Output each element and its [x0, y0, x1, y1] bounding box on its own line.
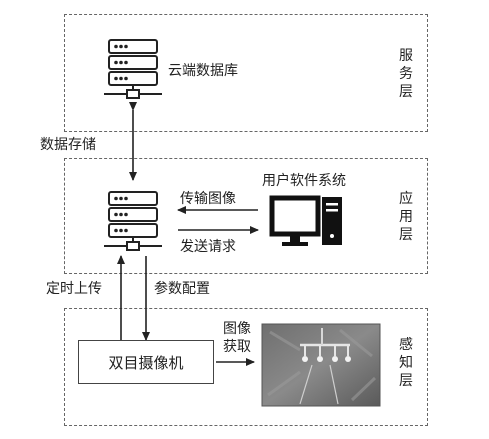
service-layer-label: 服务层: [399, 48, 413, 100]
param-config-label: 参数配置: [154, 281, 210, 297]
user-software-label: 用户软件系统: [262, 173, 346, 189]
image-acquire-label: 图像获取: [223, 321, 251, 355]
app-server-icon: [104, 191, 162, 251]
cloud-server-icon: [104, 39, 162, 99]
field-photo: [261, 323, 381, 407]
computer-icon: [269, 195, 342, 246]
perception-layer-label: 感知层: [399, 337, 413, 389]
cloud-db-label: 云端数据库: [168, 63, 238, 79]
send-request-label: 发送请求: [180, 239, 236, 255]
perception-layer-frame: [64, 308, 428, 426]
data-storage-label: 数据存储: [40, 137, 96, 153]
application-layer-frame: [64, 158, 428, 274]
application-layer-label: 应用层: [399, 191, 413, 243]
service-layer-frame: [64, 14, 428, 132]
transfer-image-label: 传输图像: [180, 191, 236, 207]
binocular-camera-box: 双目摄像机: [78, 340, 214, 384]
timed-upload-label: 定时上传: [46, 281, 102, 297]
